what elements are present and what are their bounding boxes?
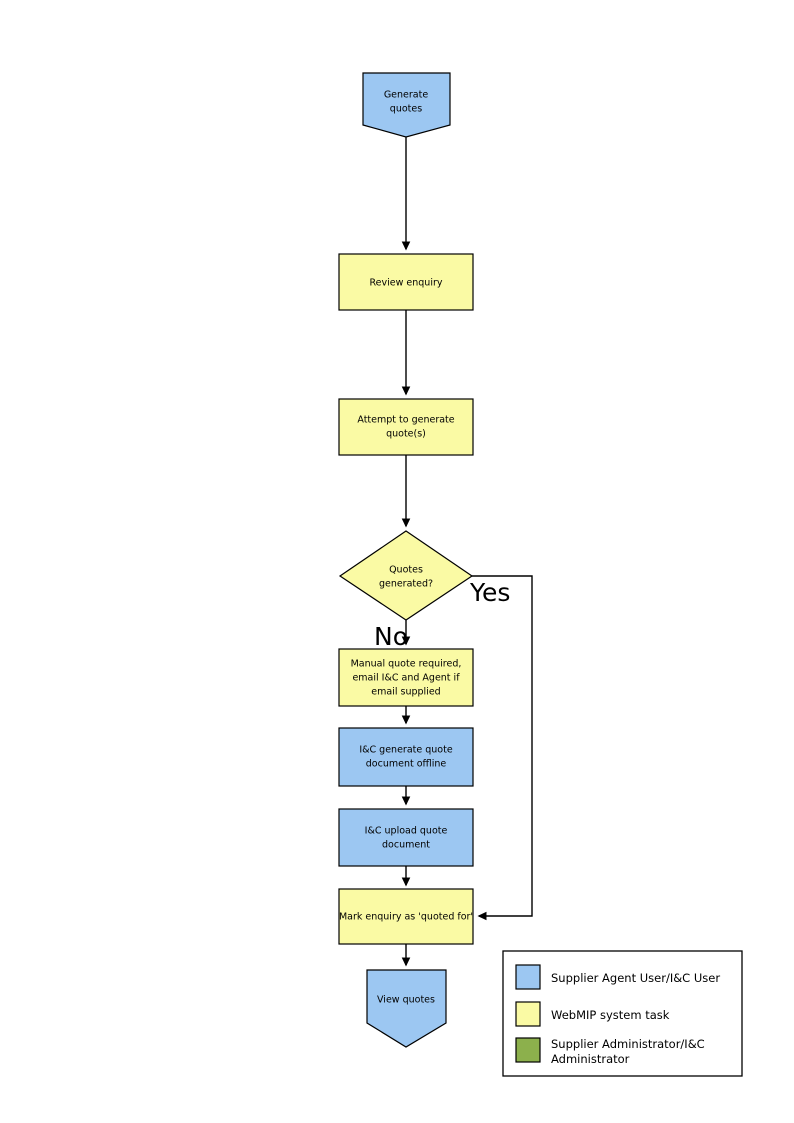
legend-swatch-administrator bbox=[515, 1037, 541, 1063]
node-manual-quote-required[interactable]: Manual quote required, email I&C and Age… bbox=[338, 648, 474, 707]
attempt-to-generate-quotes-shape bbox=[338, 398, 474, 456]
manual-quote-required-label-line-2: email I&C and Agent if bbox=[352, 673, 460, 684]
edge-label-no: No bbox=[374, 622, 408, 651]
node-ic-upload-quote-document[interactable]: I&C upload quote document bbox=[338, 808, 474, 867]
generate-quotes-shape bbox=[362, 72, 451, 138]
mark-enquiry-quoted-for-label: Mark enquiry as 'quoted for' bbox=[339, 912, 473, 923]
ic-upload-quote-document-shape bbox=[338, 808, 474, 867]
generate-quotes-label-line-2: quotes bbox=[390, 104, 422, 115]
legend-item-supplier-agent-user: Supplier Agent User/I&C User bbox=[515, 964, 720, 990]
node-mark-enquiry-quoted-for[interactable]: Mark enquiry as 'quoted for' bbox=[338, 888, 474, 945]
view-quotes-label: View quotes bbox=[377, 995, 435, 1006]
node-quotes-generated-decision[interactable]: Quotes generated? bbox=[338, 530, 474, 621]
legend: Supplier Agent User/I&C User WebMIP syst… bbox=[502, 950, 743, 1077]
quotes-generated-decision-shape bbox=[338, 530, 474, 621]
generate-quotes-label-line-1: Generate bbox=[384, 90, 429, 101]
edge-decision-yes-to-mark bbox=[472, 575, 533, 916]
legend-swatch-actor-user bbox=[515, 964, 541, 990]
manual-quote-required-shape bbox=[338, 648, 474, 707]
node-review-enquiry[interactable]: Review enquiry bbox=[338, 253, 474, 311]
ic-upload-quote-document-label-line-2: document bbox=[382, 840, 430, 851]
ic-upload-quote-document-label-line-1: I&C upload quote bbox=[365, 826, 448, 837]
legend-label-administrator-line-1: Supplier Administrator/I&C bbox=[551, 1037, 705, 1051]
attempt-to-generate-quotes-label-line-2: quote(s) bbox=[386, 429, 426, 440]
review-enquiry-shape bbox=[338, 253, 474, 311]
legend-item-webmip-system-task: WebMIP system task bbox=[515, 1001, 670, 1027]
view-quotes-shape bbox=[366, 969, 447, 1048]
edge-label-yes: Yes bbox=[469, 578, 510, 607]
node-ic-generate-quote-document-offline[interactable]: I&C generate quote document offline bbox=[338, 727, 474, 787]
mark-enquiry-quoted-for-shape bbox=[338, 888, 474, 945]
legend-label-actor-user: Supplier Agent User/I&C User bbox=[551, 971, 720, 985]
node-view-quotes[interactable]: View quotes bbox=[366, 969, 447, 1048]
attempt-to-generate-quotes-label-line-1: Attempt to generate bbox=[357, 415, 454, 426]
node-attempt-to-generate-quotes[interactable]: Attempt to generate quote(s) bbox=[338, 398, 474, 456]
legend-item-supplier-administrator: Supplier Administrator/I&C Administrator bbox=[515, 1037, 705, 1066]
legend-frame bbox=[502, 950, 743, 1077]
ic-generate-quote-document-offline-label-line-2: document offline bbox=[366, 759, 447, 770]
legend-label-system-task: WebMIP system task bbox=[551, 1008, 670, 1022]
ic-generate-quote-document-offline-shape bbox=[338, 727, 474, 787]
ic-generate-quote-document-offline-label-line-1: I&C generate quote bbox=[359, 745, 453, 756]
node-generate-quotes[interactable]: Generate quotes bbox=[362, 72, 451, 138]
review-enquiry-label: Review enquiry bbox=[370, 278, 443, 289]
quotes-generated-decision-label-line-1: Quotes bbox=[389, 565, 423, 576]
manual-quote-required-label-line-1: Manual quote required, bbox=[351, 659, 462, 670]
legend-swatch-system-task bbox=[515, 1001, 541, 1027]
quotes-generated-decision-label-line-2: generated? bbox=[379, 579, 433, 590]
legend-label-administrator-line-2: Administrator bbox=[551, 1052, 630, 1066]
manual-quote-required-label-line-3: email supplied bbox=[371, 687, 440, 698]
